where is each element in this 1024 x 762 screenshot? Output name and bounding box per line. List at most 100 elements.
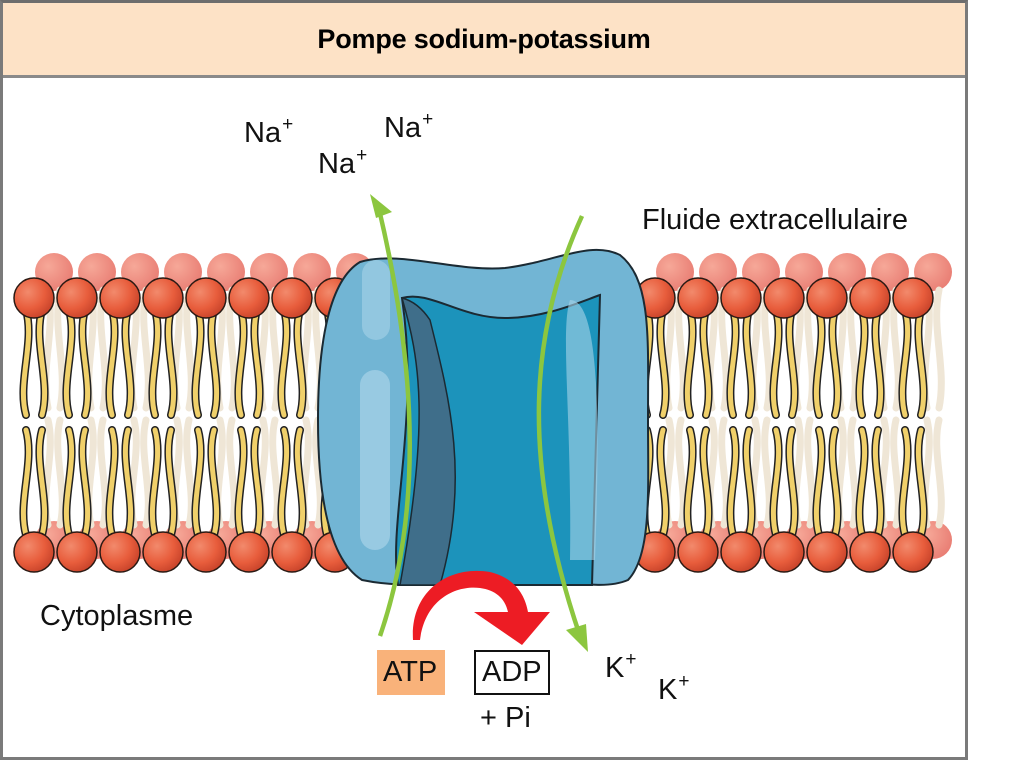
phospholipid-tail (786, 427, 798, 538)
phospholipid-head (13, 531, 55, 573)
phospholipid-tail (915, 427, 927, 538)
atp-label: ATP (377, 650, 446, 695)
phospholipid-tail (856, 427, 868, 538)
phospholipid-head (142, 277, 184, 319)
phospholipid-tail (770, 307, 782, 418)
phospholipid-tail (856, 307, 868, 418)
phospholipid-tail (106, 307, 118, 418)
phospholipid-head (720, 277, 762, 319)
sodium-ion-label: Na+ (318, 145, 368, 180)
phospholipid-tail (251, 307, 263, 418)
adp-label: ADP (474, 650, 550, 695)
phospholipid-head (56, 277, 98, 319)
phospholipid-tail (20, 307, 32, 418)
phospholipid-tail (36, 427, 48, 538)
phospholipid-tail (122, 427, 134, 538)
phospholipid-tail (149, 307, 161, 418)
phospholipid-head (677, 531, 719, 573)
phospholipid-head (849, 531, 891, 573)
phospholipid-tail (761, 416, 773, 529)
phospholipid-head (677, 277, 719, 319)
phospholipid-tail (829, 307, 841, 418)
phospholipid-tail (933, 286, 945, 412)
phospholipid-tail (79, 307, 91, 418)
phospholipid-tail (743, 307, 755, 418)
phospholipid-tail (79, 427, 91, 538)
phospholipid-tail (235, 307, 247, 418)
phospholipid-head (763, 531, 805, 573)
sodium-ion-label: Na+ (384, 109, 434, 144)
phospholipid-tail (657, 427, 669, 538)
diagram-frame: Pompe sodium-potassium (0, 0, 968, 760)
phospholipid-tail (278, 307, 290, 418)
phospholipid-tail (294, 427, 306, 538)
sodium-potassium-pump-protein (316, 248, 650, 586)
phospholipid-tail (657, 307, 669, 418)
phospholipid-tail (684, 307, 696, 418)
phospholipid-tail (915, 307, 927, 418)
potassium-influx-arrow (536, 215, 588, 652)
phospholipid-tail (251, 427, 263, 538)
arrowhead-right-icon (474, 612, 550, 645)
phospholipid-tail (933, 416, 945, 529)
extracellular-fluid-label: Fluide extracellulaire (642, 204, 908, 236)
potassium-ion-label: K+ (605, 649, 637, 684)
phospholipid-head (763, 277, 805, 319)
arrowhead-down-icon (566, 624, 588, 652)
phospholipid-tail (122, 307, 134, 418)
phospholipid-tail (804, 416, 816, 529)
phospholipid-tail (36, 307, 48, 418)
phospholipid-tail (63, 307, 75, 418)
phospholipid-tail (192, 427, 204, 538)
phospholipid-head (13, 277, 55, 319)
phospholipid-tail (183, 416, 195, 529)
phospholipid-tail (312, 416, 324, 529)
phospholipid-head (806, 277, 848, 319)
sodium-ion-label: Na+ (244, 114, 294, 149)
phosphate-label: + Pi (480, 702, 531, 734)
phospholipid-tail (165, 307, 177, 418)
phospholipid-tail (727, 307, 739, 418)
phospholipid-tail (684, 427, 696, 538)
phospholipid-tail (813, 427, 825, 538)
sodium-efflux-arrow (370, 194, 412, 637)
phospholipid-tail (718, 416, 730, 529)
phospholipid-head (228, 277, 270, 319)
phospholipid-head (99, 531, 141, 573)
phospholipid-tail (192, 307, 204, 418)
potassium-ion-label: K+ (658, 671, 690, 706)
phospholipid-head (142, 531, 184, 573)
phospholipid-head (849, 277, 891, 319)
phospholipid-tail (269, 416, 281, 529)
title-bar: Pompe sodium-potassium (3, 3, 965, 78)
phospholipid-tail (813, 307, 825, 418)
phospholipid-tail (786, 307, 798, 418)
phospholipid-tail (20, 427, 32, 538)
phospholipid-tail (700, 307, 712, 418)
phospholipid-head (806, 531, 848, 573)
phospholipid-tail (140, 416, 152, 529)
phospholipid-tail (278, 427, 290, 538)
phospholipid-tail (770, 427, 782, 538)
phospholipid-tail (700, 427, 712, 538)
phospholipid-head (99, 277, 141, 319)
phospholipid-tail (829, 427, 841, 538)
phospholipid-head (185, 277, 227, 319)
atp-hydrolysis-arrow (412, 570, 550, 645)
phospholipid-tail (294, 307, 306, 418)
phospholipid-tail (149, 427, 161, 538)
phospholipid-tail (226, 416, 238, 529)
phospholipid-head (892, 277, 934, 319)
cytoplasm-label: Cytoplasme (40, 600, 194, 632)
phospholipid-tail (208, 427, 220, 538)
phospholipid-head (228, 531, 270, 573)
phospholipid-head (271, 531, 313, 573)
phospholipid-head (892, 531, 934, 573)
phospholipid-tail (208, 307, 220, 418)
phospholipid-tail (899, 427, 911, 538)
phospholipid-tail (106, 427, 118, 538)
phospholipid-tail (165, 427, 177, 538)
phospholipid-tail (743, 427, 755, 538)
phospholipid-tail (727, 427, 739, 538)
